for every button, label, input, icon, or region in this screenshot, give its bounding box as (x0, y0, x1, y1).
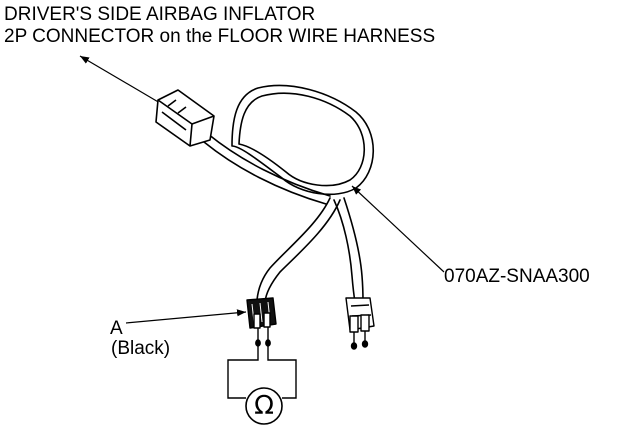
floor-harness-connector (155, 89, 215, 147)
harness-loop (231, 84, 375, 196)
title-line-2: 2P CONNECTOR on the FLOOR WIRE HARNESS (4, 26, 436, 47)
ohm-symbol: Ω (254, 391, 274, 421)
test-probes (255, 327, 271, 347)
part-number-label: 070AZ-SNAA300 (444, 266, 590, 287)
meter-leads (227, 346, 297, 399)
connector-a-black (246, 297, 277, 329)
cable-to-second-connector (333, 197, 364, 303)
connector-cable (203, 133, 331, 205)
cable-to-connector-a (256, 197, 341, 303)
callout-a-letter: A (110, 318, 123, 339)
title-line-1: DRIVER'S SIDE AIRBAG INFLATOR (4, 4, 316, 25)
callout-a-leader-arrow (125, 309, 247, 324)
ohmmeter-icon (245, 387, 283, 425)
second-2p-connector (345, 297, 375, 350)
part-number-leader-arrow (351, 185, 445, 273)
connector-leader-arrow (79, 55, 161, 104)
callout-a-color: (Black) (111, 338, 171, 359)
